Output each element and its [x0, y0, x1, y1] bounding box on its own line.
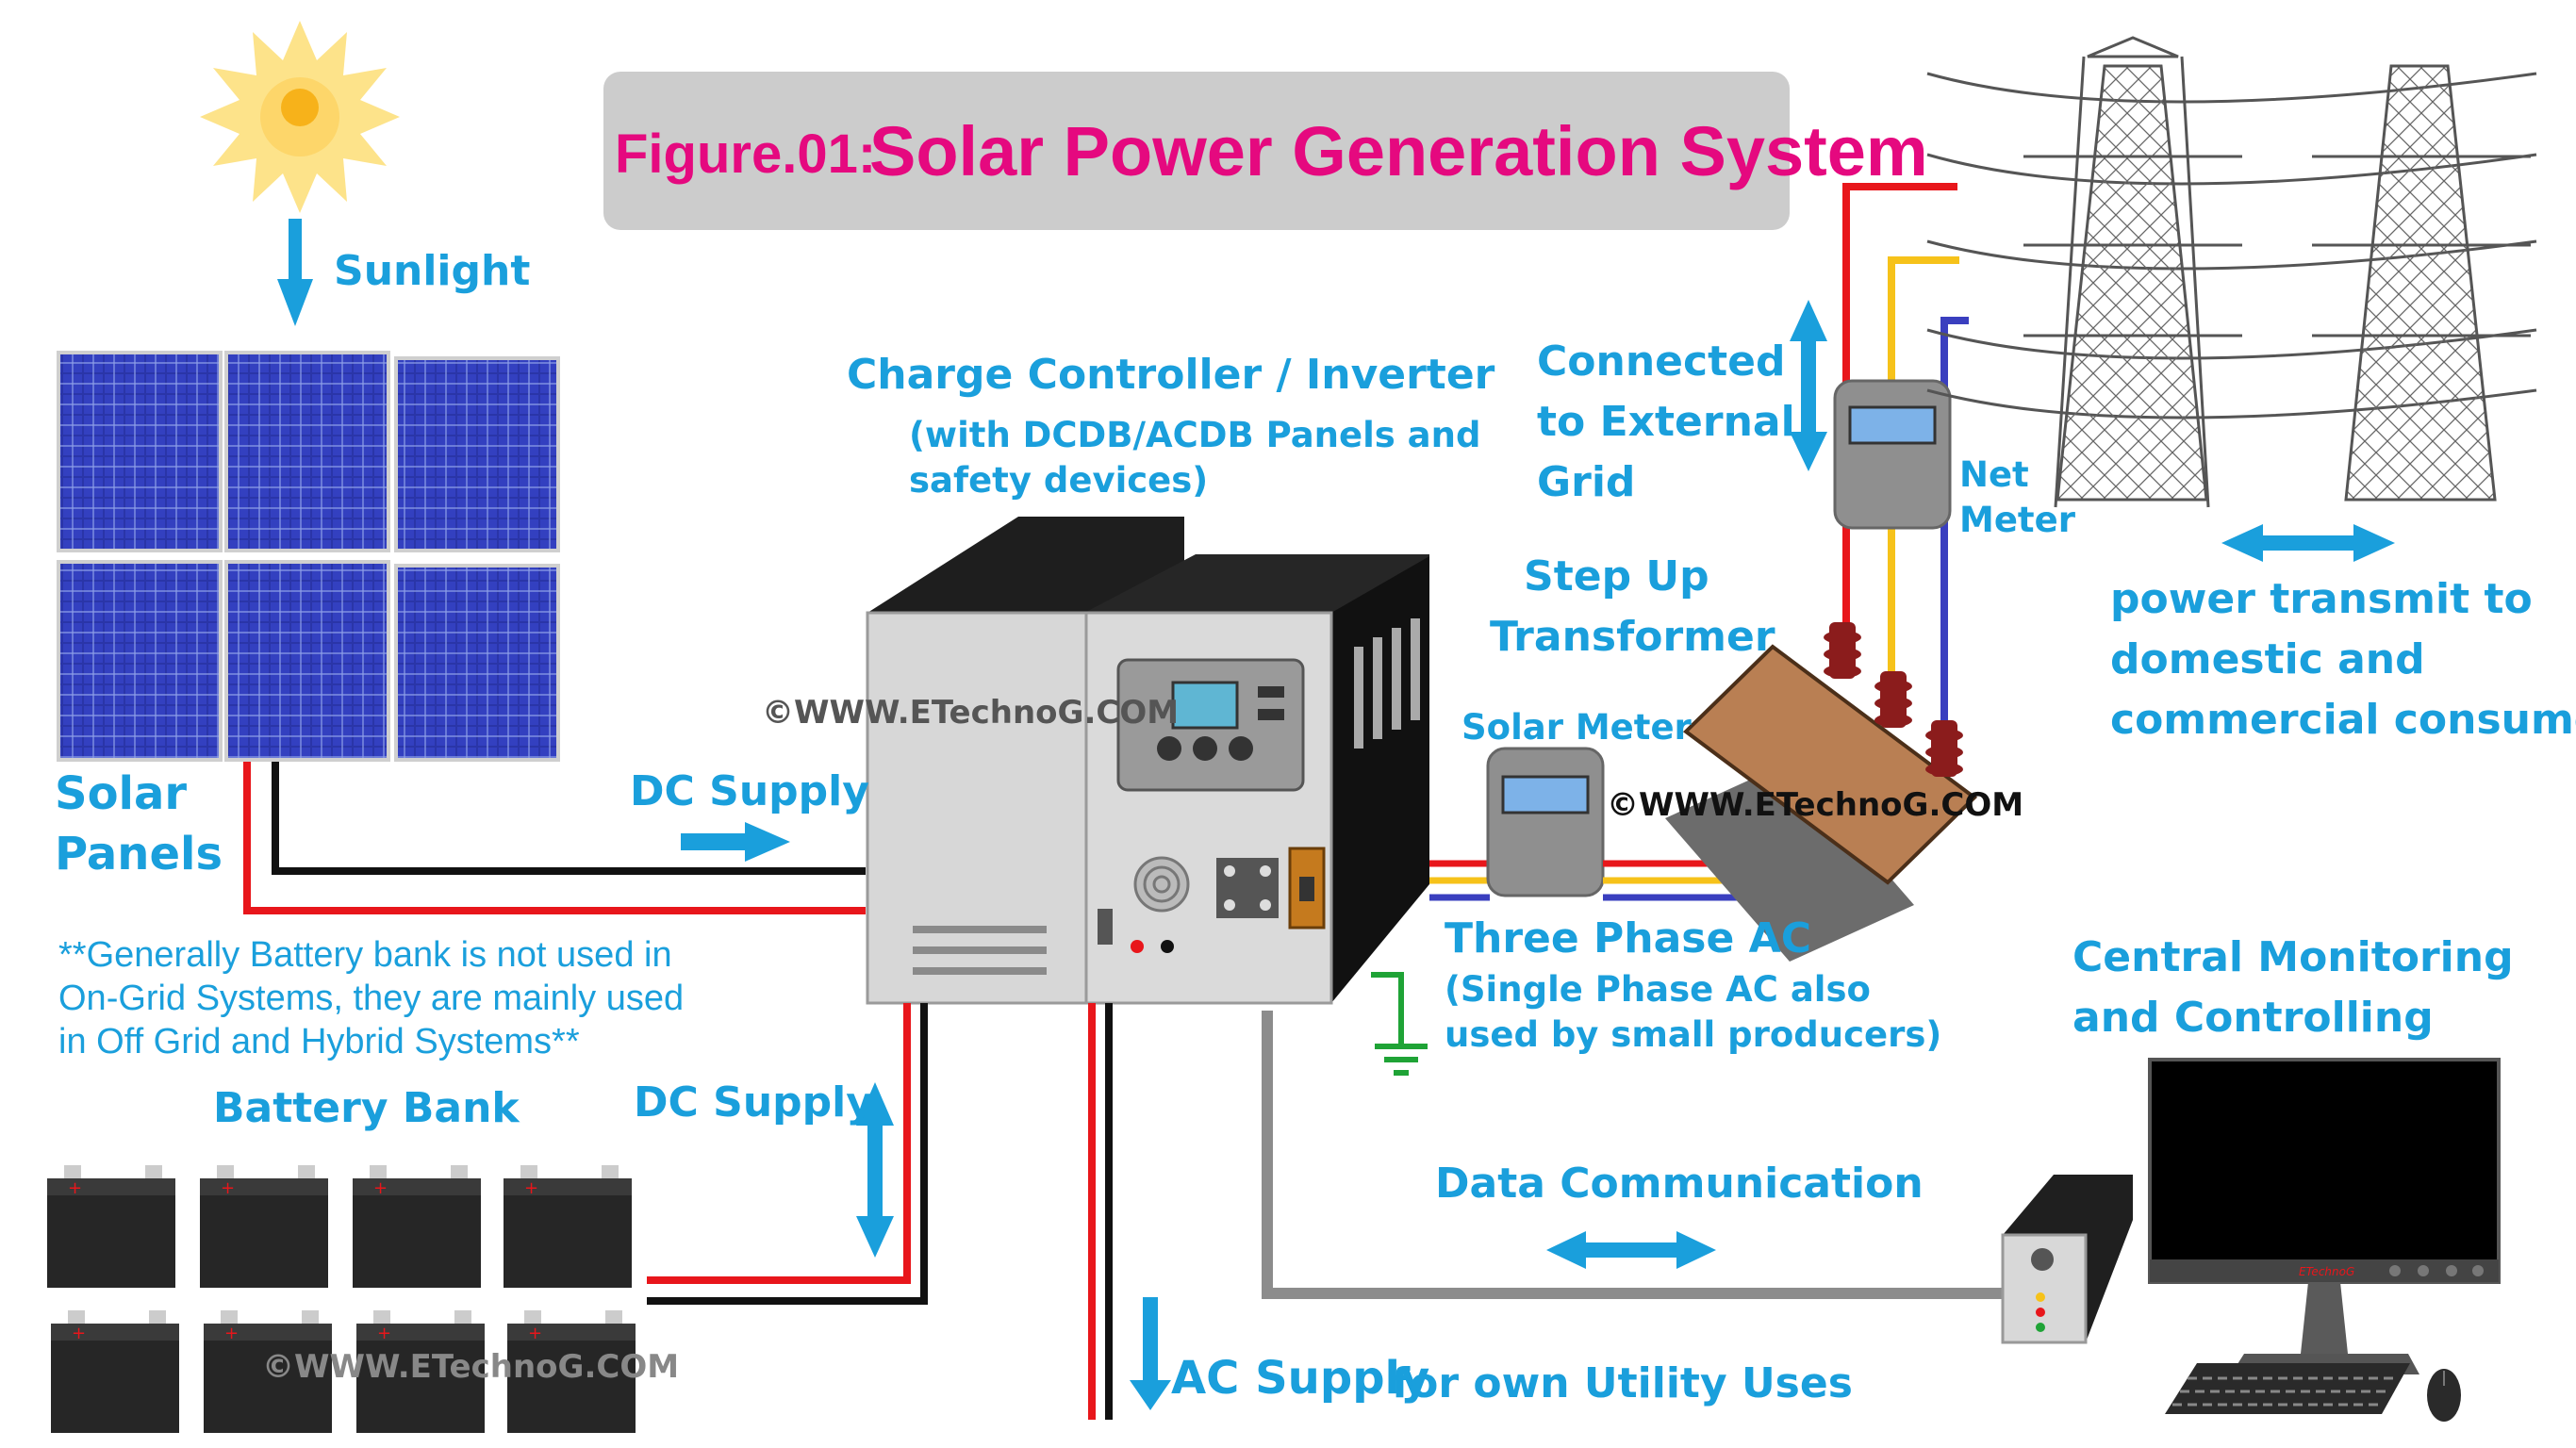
data-communication-arrow	[1546, 1231, 1716, 1269]
dc-supply-label: DC Supply	[630, 767, 869, 815]
three-phase-wires-left	[1429, 860, 1490, 901]
svg-text:+: +	[528, 1324, 542, 1343]
battery-bank: + + + + + +	[47, 1165, 636, 1433]
svg-text:+: +	[373, 1178, 388, 1198]
connected-grid-label-line1: Connected	[1537, 337, 1786, 386]
ac-supply-label: AC Supply	[1171, 1352, 1430, 1405]
step-up-label-line1: Step Up	[1524, 552, 1709, 601]
charge-controller-note-line2: safety devices)	[909, 460, 1209, 501]
step-up-transformer	[1665, 622, 1978, 962]
title-banner	[603, 72, 1790, 230]
watermark-battery: ©WWW.ETechnoG.COM	[262, 1348, 680, 1386]
dc-supply-arrow	[681, 822, 790, 862]
central-monitoring-label-line2: and Controlling	[2072, 994, 2434, 1042]
monitor: ETechnoG	[2148, 1058, 2501, 1374]
watermark-center: ©WWW.ETechnoG.COM	[762, 694, 1180, 732]
figure-number: Figure.01:	[615, 123, 877, 185]
charge-controller-note-line1: (with DCDB/ACDB Panels and	[909, 415, 1481, 455]
mouse	[2427, 1369, 2461, 1422]
battery-black-wire	[647, 1003, 928, 1305]
connected-grid-label-line2: to External	[1537, 398, 1795, 446]
battery-note-line2: On-Grid Systems, they are mainly used	[58, 979, 685, 1018]
ground-icon	[1371, 972, 1428, 1076]
sun-icon	[200, 21, 400, 213]
panel-red-wire	[243, 762, 866, 914]
page-title: Solar Power Generation System	[869, 112, 1928, 190]
solar-panels-label-line2: Panels	[55, 828, 223, 880]
svg-text:+: +	[72, 1324, 86, 1343]
ac-supply-suffix-label: for own Utility Uses	[1392, 1359, 1853, 1407]
dc-battery-arrow	[856, 1082, 894, 1258]
solar-panels-label-line1: Solar	[55, 767, 188, 820]
battery-red-wire	[647, 1003, 911, 1284]
power-transmit-label-line2: domestic and	[2110, 635, 2425, 683]
power-transmit-label-line1: power transmit to	[2110, 575, 2533, 623]
svg-text:+: +	[221, 1178, 235, 1198]
watermark-transformer: ©WWW.ETechnoG.COM	[1607, 786, 2024, 824]
cpu-tower	[2001, 1175, 2133, 1344]
solar-meter-label: Solar Meter	[1461, 707, 1692, 748]
grid-yellow-wire	[1888, 256, 1959, 675]
solar-panels	[57, 351, 560, 762]
connected-grid-label-line3: Grid	[1537, 458, 1636, 506]
power-transmit-arrow	[2221, 524, 2395, 562]
sunlight-arrow	[277, 219, 313, 326]
solar-meter	[1486, 747, 1605, 897]
ac-supply-arrow	[1130, 1297, 1171, 1410]
power-transmit-label-line3: commercial consumer	[2110, 696, 2576, 744]
dc-supply-battery-label: DC Supply	[634, 1078, 873, 1127]
data-cable	[1262, 1011, 2003, 1299]
grid-connection-arrow	[1790, 300, 1827, 471]
net-meter-label-line2: Meter	[1959, 500, 2075, 540]
svg-text:+: +	[68, 1178, 82, 1198]
monitor-brand-text: ETechnoG	[2299, 1265, 2354, 1278]
battery-note-line1: **Generally Battery bank is not used in	[58, 935, 672, 975]
battery-bank-label: Battery Bank	[213, 1084, 520, 1132]
three-phase-note-line2: used by small producers)	[1445, 1014, 1942, 1055]
step-up-label-line2: Transformer	[1490, 613, 1775, 661]
svg-text:+: +	[524, 1178, 538, 1198]
panel-black-wire	[272, 762, 866, 875]
transmission-towers	[1926, 36, 2537, 508]
central-monitoring-label-line1: Central Monitoring	[2072, 933, 2514, 981]
sunlight-label: Sunlight	[334, 247, 531, 295]
svg-text:+: +	[224, 1324, 239, 1343]
keyboard	[2165, 1363, 2410, 1414]
net-meter-label-line1: Net	[1959, 454, 2029, 495]
net-meter	[1833, 379, 1952, 530]
battery-note-line3: in Off Grid and Hybrid Systems**	[58, 1022, 580, 1061]
grid-blue-wire	[1940, 317, 1969, 724]
three-phase-label: Three Phase AC	[1445, 914, 1811, 963]
inverter-cabinet	[866, 517, 1429, 1005]
charge-controller-label: Charge Controller / Inverter	[847, 351, 1495, 399]
svg-text:+: +	[377, 1324, 391, 1343]
data-communication-label: Data Communication	[1435, 1160, 1924, 1208]
three-phase-note-line1: (Single Phase AC also	[1445, 969, 1871, 1010]
